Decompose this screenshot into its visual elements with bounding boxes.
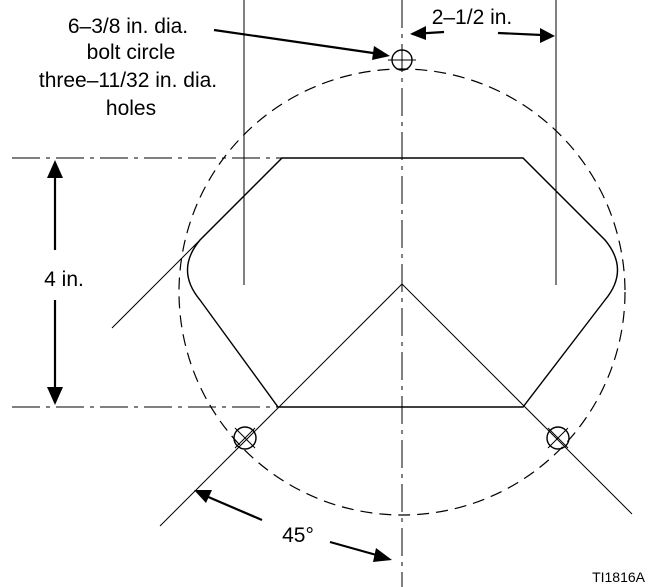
figure-id: TI1816A — [592, 569, 646, 585]
angle-dimension-label: 45° — [282, 524, 314, 547]
height-label-background — [22, 258, 102, 294]
right-upper-construction-line — [522, 157, 607, 242]
top-bolt-hole — [388, 49, 416, 71]
mounting-face-outline — [186, 157, 619, 408]
left-upper-construction-line — [111, 157, 283, 329]
height-dimension-arrow — [47, 160, 63, 405]
height-dimension-label: 4 in. — [44, 268, 84, 291]
bolt-circle-leader — [213, 28, 390, 60]
left-hole-radial-line — [159, 283, 403, 527]
bolt-circle-label-line-1: 6–3/8 in. dia. — [68, 15, 188, 38]
angle-dimension-arrows — [194, 490, 392, 562]
bolt-circle-label-line-3: three–11/32 in. dia. — [39, 69, 217, 92]
left-bolt-hole — [233, 426, 257, 450]
bolt-circle-label-line-4: holes — [106, 97, 156, 120]
spacing-dimension-label: 2–1/2 in. — [432, 6, 513, 29]
right-hole-radial-line — [401, 283, 633, 515]
bolt-circle-label-line-2: bolt circle — [87, 41, 176, 64]
spacing-dimension-arrows — [410, 26, 555, 43]
right-bolt-hole — [546, 426, 570, 450]
